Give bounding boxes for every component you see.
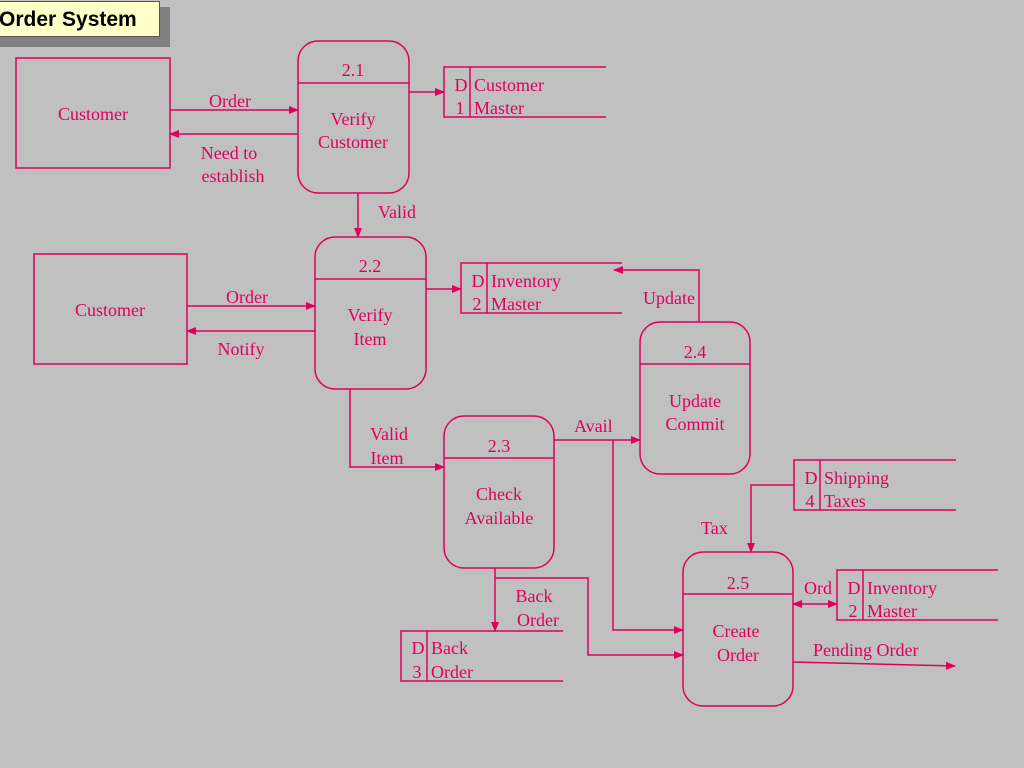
flow-label-tax: Tax — [701, 518, 728, 538]
flow-label-ord: Ord — [804, 578, 832, 598]
store-label: Master — [491, 294, 541, 314]
store-num: 2 — [473, 294, 482, 314]
flow-label-order: Order — [209, 91, 251, 111]
process-2-2 — [314, 236, 427, 390]
store-label: Customer — [474, 75, 544, 95]
flow-tax — [747, 484, 794, 553]
process-label: Available — [465, 508, 534, 528]
process-label: Order — [717, 645, 759, 665]
process-label: Check — [476, 484, 522, 504]
store-num: 3 — [413, 662, 422, 682]
process-label: Update — [669, 391, 721, 411]
process-2-1 — [297, 40, 410, 194]
slide-title: Order System — [0, 1, 160, 37]
store-label: Shipping — [824, 468, 889, 488]
flow-label-avail: Avail — [574, 416, 613, 436]
store-prefix: D — [472, 271, 485, 291]
flow-label-update: Update — [643, 288, 695, 308]
store-num: 1 — [456, 98, 465, 118]
flow-label-pending-order: Pending Order — [813, 640, 918, 660]
flow-label-order: Order — [226, 287, 268, 307]
store-prefix: D — [412, 638, 425, 658]
store-label: Back — [431, 638, 468, 658]
store-label: Taxes — [824, 491, 866, 511]
process-number: 2.1 — [342, 60, 365, 80]
process-number: 2.2 — [359, 256, 382, 276]
store-prefix: D — [455, 75, 468, 95]
entity-customer-2 — [33, 253, 188, 365]
process-number: 2.5 — [727, 573, 750, 593]
entity-label: Customer — [75, 300, 145, 320]
flow-valid-item — [349, 389, 445, 471]
process-label: Commit — [665, 414, 724, 434]
process-label: Create — [713, 621, 760, 641]
process-label: Verify — [331, 109, 376, 129]
entity-customer-1 — [15, 57, 171, 169]
store-label: Master — [867, 601, 917, 621]
store-prefix: D — [848, 578, 861, 598]
process-number: 2.4 — [684, 342, 707, 362]
flow-update — [613, 266, 700, 322]
store-num: 2 — [849, 601, 858, 621]
flow-label-valid-item: Item — [371, 448, 404, 468]
flow-label-back-order: Order — [517, 610, 559, 630]
process-label: Item — [354, 329, 387, 349]
store-d3 — [400, 630, 563, 682]
flow-pending-order — [792, 661, 956, 670]
process-label: Verify — [348, 305, 393, 325]
flow-label-need: establish — [202, 166, 265, 186]
flow-label-notify: Notify — [218, 339, 265, 359]
flow-label-valid-item: Valid — [370, 424, 408, 444]
process-2-4 — [639, 321, 751, 475]
entity-label: Customer — [58, 104, 128, 124]
flow-label-need: Need to — [201, 143, 257, 163]
process-2-3 — [443, 415, 555, 569]
flow-label-valid: Valid — [378, 202, 416, 222]
store-prefix: D — [805, 468, 818, 488]
store-d2b — [836, 569, 998, 621]
process-number: 2.3 — [488, 436, 511, 456]
store-label: Order — [431, 662, 473, 682]
flow-back-order — [495, 577, 684, 659]
store-label: Inventory — [491, 271, 561, 291]
store-label: Inventory — [867, 578, 937, 598]
store-num: 4 — [806, 491, 815, 511]
store-label: Master — [474, 98, 524, 118]
flow-label-back-order: Back — [516, 586, 553, 606]
process-label: Customer — [318, 132, 388, 152]
flow-avail-to-create — [612, 440, 684, 634]
